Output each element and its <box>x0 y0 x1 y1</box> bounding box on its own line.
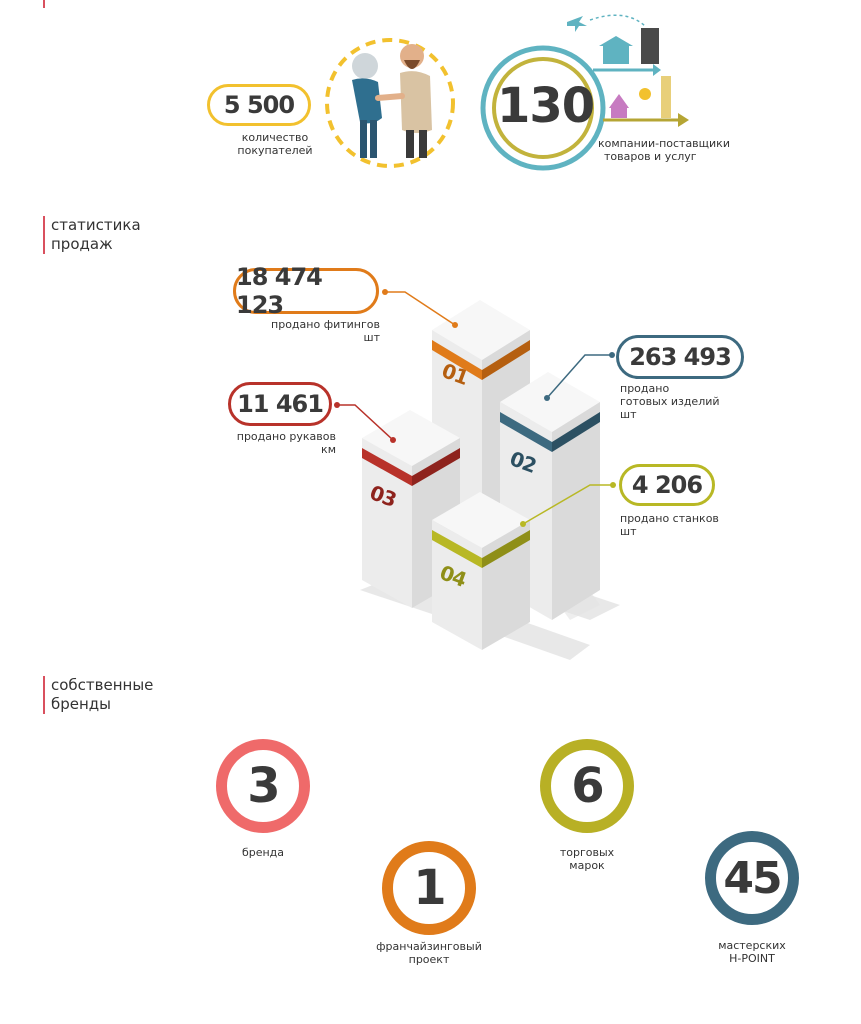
column-04 <box>432 492 530 650</box>
plane-icon <box>567 16 587 32</box>
suppliers-caption-line1: компании-поставщики <box>598 137 730 150</box>
sale-03-caption-line2: км <box>321 443 336 456</box>
sale-04-pill: 4 206 <box>619 464 715 506</box>
sale-04-caption-line1: продано станков <box>620 512 719 525</box>
brand-ring-45: 45 <box>705 831 799 925</box>
suppliers-inner-ring <box>492 57 594 159</box>
sales-section-title: статистика продаж <box>43 216 141 254</box>
sale-02-caption-line3: шт <box>620 408 637 421</box>
sales-title-line2: продаж <box>51 235 113 253</box>
suppliers-value: 130 <box>497 78 595 134</box>
brand-6-caption-line1: торговых <box>559 846 615 859</box>
sale-04-value: 4 206 <box>631 471 703 499</box>
buyers-caption-line1: количество <box>241 131 309 144</box>
bearded-man-figure <box>400 44 432 158</box>
suppliers-graphic <box>480 14 689 171</box>
brand-ring-45-value: 45 <box>723 852 782 904</box>
top-accent-line <box>43 0 45 8</box>
buyers-caption-line2: покупателей <box>237 144 313 157</box>
callout-connectors <box>334 289 616 527</box>
brand-45-caption: мастерских H-POINT <box>692 939 812 965</box>
brand-1-caption: франчайзинговый проект <box>349 940 509 966</box>
sale-02-value: 263 493 <box>629 343 732 371</box>
sale-04-caption-line2: шт <box>620 525 637 538</box>
brand-ring-6: 6 <box>540 739 634 833</box>
landmarks-icon <box>609 76 671 118</box>
sale-02-caption-line2: готовых изделий <box>620 395 720 408</box>
brand-45-caption-line1: мастерских <box>718 939 786 952</box>
buyers-value: 5 500 <box>223 91 295 119</box>
buyers-value-pill: 5 500 <box>207 84 311 126</box>
brand-ring-6-value: 6 <box>571 758 604 814</box>
brands-title-line1: собственные <box>51 676 154 694</box>
brand-6-caption-line2: марок <box>569 859 605 872</box>
brand-3-caption: бренда <box>203 846 323 859</box>
brand-45-caption-line2: H-POINT <box>729 952 775 965</box>
sale-01-pill: 18 474 123 <box>233 263 379 319</box>
suppliers-caption: компании-поставщики товаров и услуг <box>598 137 758 163</box>
handshake-illustration <box>325 38 455 168</box>
sale-03-caption-line1: продано рукавов <box>236 430 336 443</box>
brand-3-caption-line1: бренда <box>241 846 285 859</box>
brand-1-caption-line1: франчайзинговый <box>376 940 482 953</box>
brand-ring-1: 1 <box>382 841 476 935</box>
sale-04-caption: продано станков шт <box>620 512 750 538</box>
sale-03-caption: продано рукавов км <box>206 430 336 456</box>
sale-03-pill: 11 461 <box>228 382 332 426</box>
sale-01-caption: продано фитингов шт <box>250 318 380 344</box>
suppliers-caption-line2: товаров и услуг <box>604 150 697 163</box>
brands-title-line2: бренды <box>51 695 112 713</box>
sale-02-pill: 263 493 <box>616 335 744 379</box>
sales-title-line1: статистика <box>51 216 141 234</box>
brand-1-caption-line2: проект <box>408 953 450 966</box>
sale-02-caption: продано готовых изделий шт <box>620 382 760 421</box>
sales-columns-graphic <box>360 300 620 660</box>
brands-section-title: собственные бренды <box>43 676 153 714</box>
sale-01-value: 18 474 123 <box>236 263 323 319</box>
buildings-icon <box>599 28 659 64</box>
dashed-circle <box>325 38 455 168</box>
sale-01-caption-line2: шт <box>363 331 380 344</box>
brand-6-caption: торговых марок <box>527 846 647 872</box>
buyers-caption: количество покупателей <box>215 131 335 157</box>
brand-ring-1-value: 1 <box>413 860 446 916</box>
sale-01-caption-line1: продано фитингов <box>271 318 380 331</box>
sale-02-caption-line1: продано <box>620 382 670 395</box>
old-man-figure <box>352 53 382 158</box>
brand-ring-3-value: 3 <box>247 758 280 814</box>
suppliers-outer-ring <box>480 45 606 171</box>
sale-03-value: 11 461 <box>237 390 324 418</box>
brand-ring-3: 3 <box>216 739 310 833</box>
